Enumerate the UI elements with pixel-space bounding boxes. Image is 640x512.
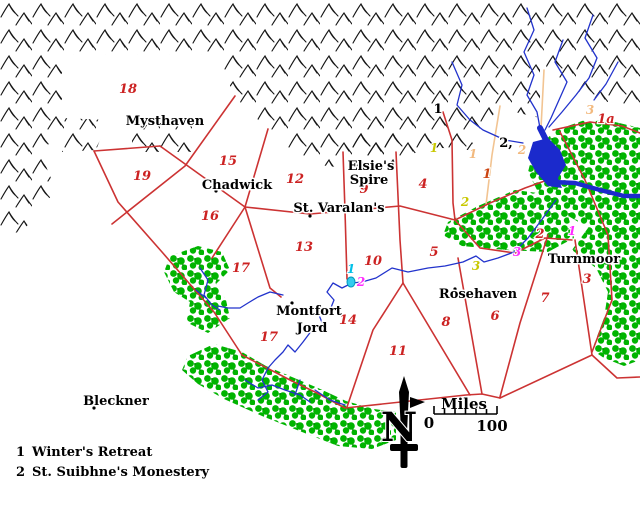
town-label-elsies-spire-line1: Elsie's <box>348 159 395 174</box>
compass-rose: N <box>380 376 425 468</box>
region-number-labels: 18 19 15 12 16 13 17 17 14 11 10 9 4 5 8… <box>118 81 616 361</box>
region-number: 17 <box>232 261 250 276</box>
map-legend: 1 Winter's Retreat 2 St. Suibhne's Mones… <box>16 445 210 480</box>
legend-item-2-num: 2 <box>16 465 25 480</box>
town-label-elsies-spire-line2: Spire <box>350 173 389 188</box>
yellow-marker: 3 <box>472 259 480 273</box>
region-number: 8 <box>441 315 450 330</box>
magenta-marker: 3 <box>513 245 521 259</box>
st-varalans-dot <box>308 214 312 218</box>
scale-bar: Miles 0 100 <box>424 395 508 435</box>
region-number: 17 <box>260 330 278 345</box>
yellow-marker: 2 <box>460 195 469 209</box>
region-number: 18 <box>119 82 137 97</box>
region-number: 1a <box>597 112 614 127</box>
scale-start-label: 0 <box>424 414 434 432</box>
region-number: 6 <box>490 309 499 324</box>
region-number: 1 <box>482 167 491 182</box>
town-label-bleckner: Bleckner <box>83 394 149 409</box>
montfort-dot <box>290 301 294 305</box>
scale-ruler <box>433 406 498 415</box>
scale-end-label: 100 <box>476 417 507 435</box>
tan-marker: 2 <box>517 143 526 157</box>
region-number: 9 <box>359 182 368 197</box>
colored-markers: 1 2 3 1 2 3 1 2 1 3 <box>346 102 595 290</box>
region-number: 3 <box>582 272 591 287</box>
region-number: 5 <box>429 245 438 260</box>
site-markers: 1 2, <box>432 101 514 153</box>
compass-east-arrow <box>410 397 425 408</box>
legend-item-2-label: St. Suibhne's Monestery <box>32 465 210 480</box>
rosehaven-dot <box>453 287 457 291</box>
compass-cross-horizontal <box>390 444 418 451</box>
compass-north-letter: N <box>381 404 418 451</box>
yellow-marker: 1 <box>430 141 438 155</box>
legend-item-1-num: 1 <box>16 445 25 460</box>
region-number: 12 <box>286 172 304 187</box>
site-marker-2: 2, <box>499 136 513 151</box>
town-labels: Mysthaven Chadwick Elsie's Spire St. Var… <box>82 113 622 411</box>
rivers <box>195 7 640 406</box>
region-number: 7 <box>540 291 549 306</box>
town-dots <box>92 189 457 410</box>
cyan-marker: 1 <box>347 262 355 276</box>
tan-borders <box>485 69 545 206</box>
region-number: 15 <box>219 154 237 169</box>
town-label-st-varalans: St. Varalan's <box>293 201 384 216</box>
tan-marker: 3 <box>586 103 594 117</box>
region-number: 10 <box>364 254 382 269</box>
bleckner-dot <box>92 406 96 410</box>
region-number: 14 <box>339 313 357 328</box>
lake-marker <box>346 276 356 288</box>
region-number: 19 <box>133 169 151 184</box>
chadwick-dot <box>214 189 218 193</box>
legend-item-1-label: Winter's Retreat <box>31 445 152 460</box>
scale-title: Miles <box>441 395 487 413</box>
town-label-turnmoor: Turnmoor <box>548 252 620 267</box>
river-delta <box>528 138 566 188</box>
town-label-jord: Jord <box>296 321 328 336</box>
region-number: 13 <box>295 240 313 255</box>
region-number: 16 <box>201 209 219 224</box>
town-label-rosehaven: Rosehaven <box>439 287 518 302</box>
town-label-mysthaven: Mysthaven <box>126 114 205 129</box>
region-borders <box>93 95 640 409</box>
site-marker-1: 1 <box>433 102 442 117</box>
magenta-marker: 2 <box>356 275 365 289</box>
town-label-montfort: Montfort <box>276 304 342 319</box>
region-number: 2 <box>534 227 544 242</box>
town-label-chadwick: Chadwick <box>202 178 273 193</box>
tan-marker: 1 <box>469 147 477 161</box>
region-number: 11 <box>389 344 407 359</box>
magenta-marker: 1 <box>568 224 576 238</box>
region-number: 4 <box>418 177 427 192</box>
